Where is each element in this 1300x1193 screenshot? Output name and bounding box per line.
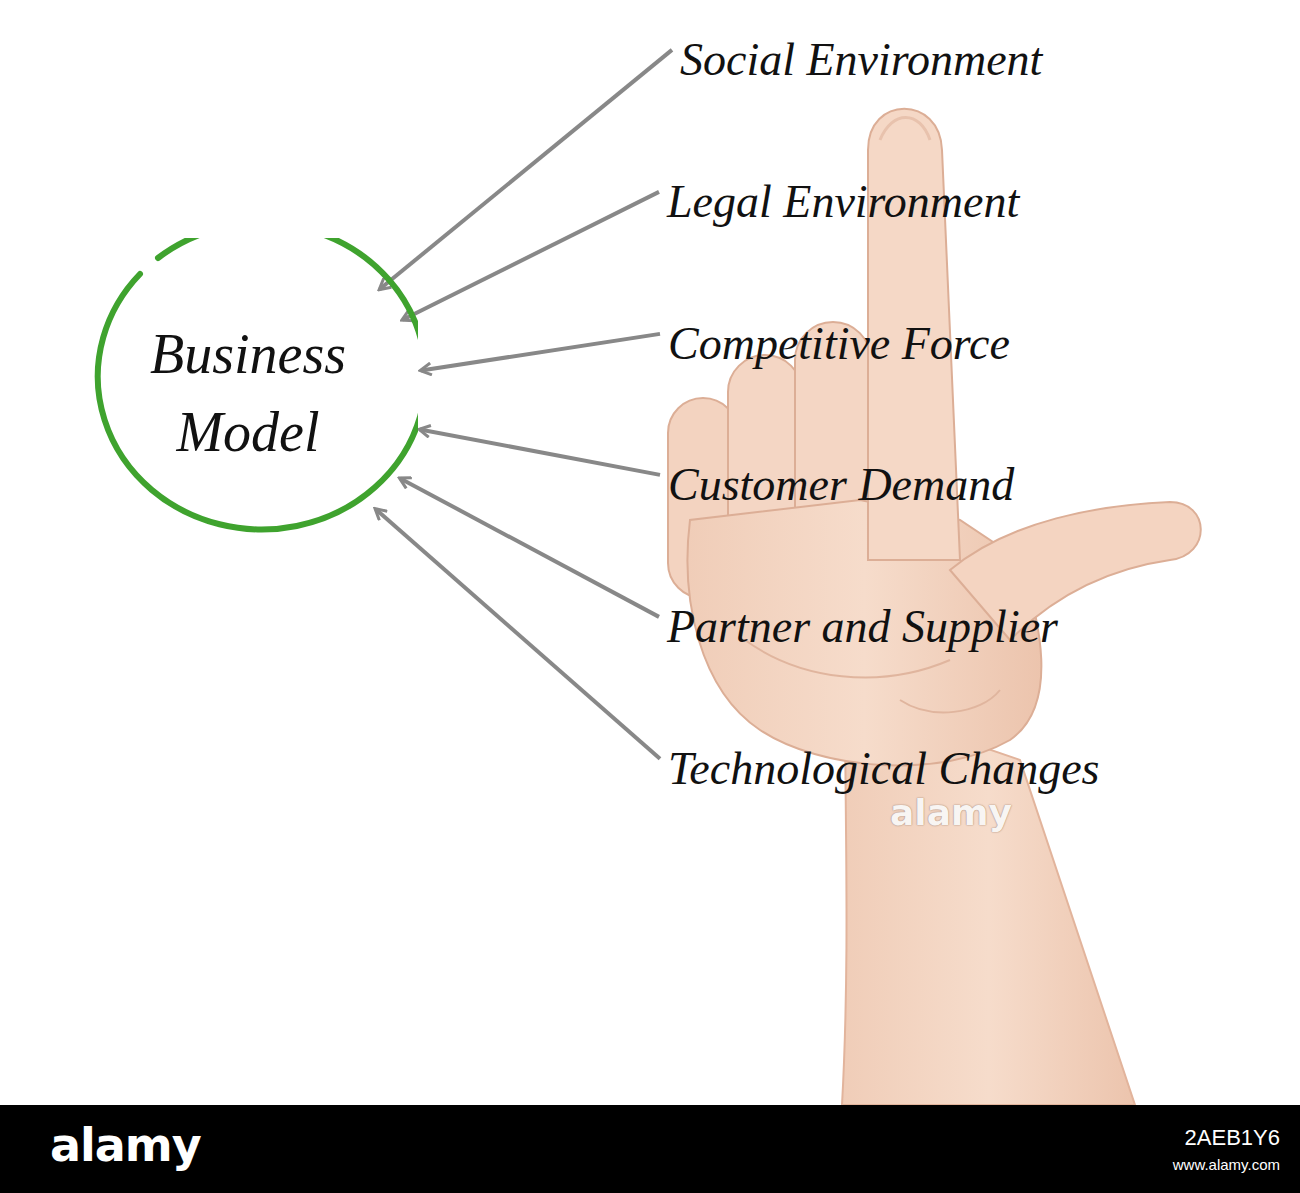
influence-arrow [420, 430, 660, 475]
factor-text: Competitive Force [668, 318, 1010, 371]
influence-arrow [421, 334, 660, 371]
image-id: 2AEB1Y6 [1185, 1125, 1280, 1151]
site-url: www.alamy.com [1173, 1156, 1280, 1173]
factor-label: Partner and Supplier [667, 601, 1058, 654]
brand-logo: alamy [50, 1118, 201, 1172]
factor-text: Technological Changes [668, 743, 1099, 796]
factor-label: Social Environment [680, 34, 1042, 87]
influence-arrow [403, 192, 659, 320]
watermark: alamy [890, 792, 1012, 833]
factor-text: Partner and Supplier [667, 601, 1058, 654]
factor-text: Customer Demand [668, 459, 1014, 512]
factor-text: Legal Environment [667, 176, 1019, 229]
influence-arrow [400, 478, 659, 616]
factor-text: Social Environment [680, 34, 1042, 87]
factor-label: Competitive Force [668, 318, 1010, 371]
circle-outline [78, 238, 418, 556]
factor-label: Legal Environment [667, 176, 1019, 229]
model-circle: Business Model [78, 238, 418, 556]
model-title: Business Model [113, 315, 383, 472]
influence-arrow [380, 50, 672, 289]
influence-arrow [376, 509, 660, 759]
factor-label: Technological Changes [668, 743, 1099, 796]
factor-label: Customer Demand [668, 459, 1014, 512]
